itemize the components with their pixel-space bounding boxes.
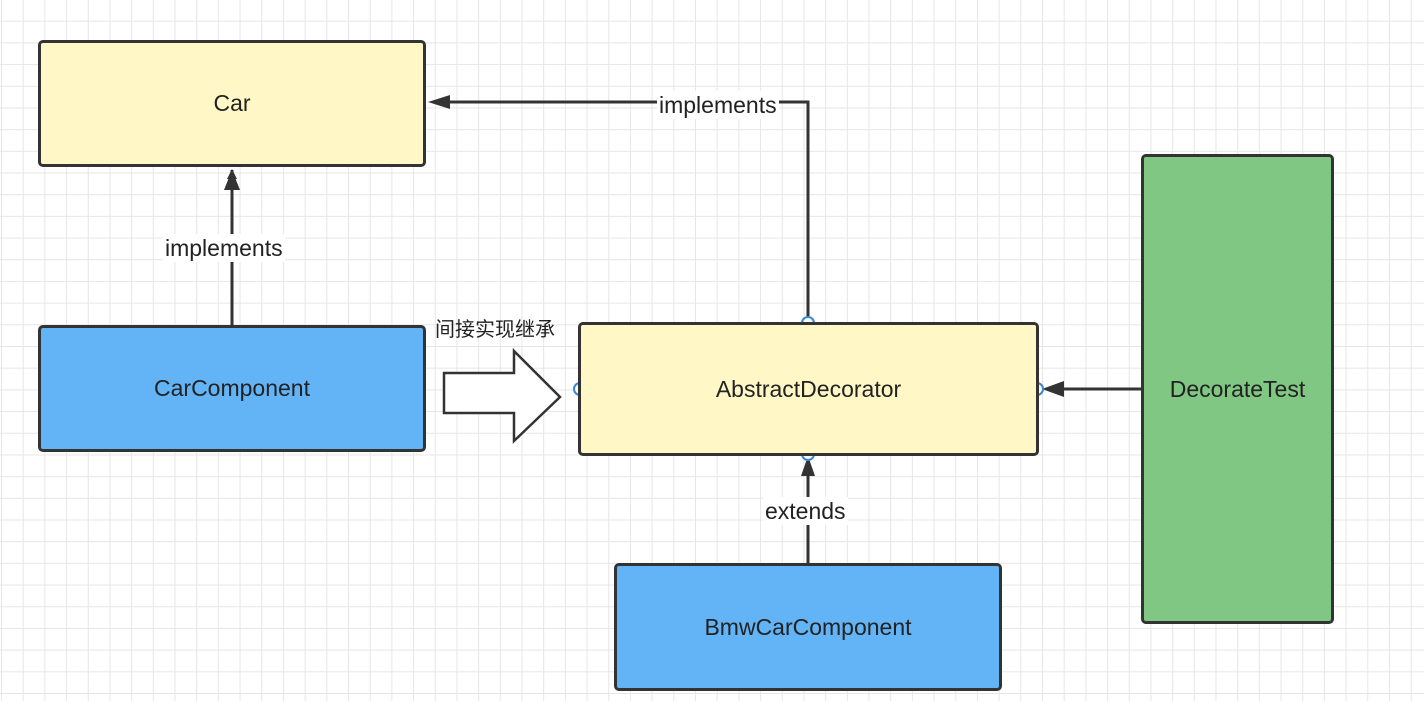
- car-node[interactable]: Car: [38, 40, 426, 167]
- bmw-car-component-node-label: BmwCarComponent: [704, 613, 912, 640]
- edge-label-bmw-to-decorator: extends: [763, 497, 848, 525]
- car-component-node-label: CarComponent: [154, 375, 310, 401]
- bmw-car-component-node[interactable]: BmwCarComponent: [614, 563, 1002, 691]
- arrowhead-decorator-to-car: [428, 95, 450, 109]
- car-node-label: Car: [213, 90, 251, 116]
- edge-label-carcomponent-to-car: implements: [163, 234, 285, 262]
- arrowhead-bmw-to-decorator: [801, 456, 815, 476]
- edge-decorator-to-car[interactable]: [440, 100, 810, 323]
- car-component-node[interactable]: CarComponent: [38, 325, 426, 452]
- abstract-decorator-node-label: AbstractDecorator: [715, 375, 902, 402]
- decorate-test-node[interactable]: DecorateTest: [1141, 154, 1334, 624]
- edge-label-decorator-to-car: implements: [657, 91, 779, 119]
- block-arrow-indirect[interactable]: [442, 347, 562, 444]
- arrowhead-carcomponent-to-car: [224, 170, 240, 190]
- edge-label-indirect: 间接实现继承: [435, 319, 555, 341]
- abstract-decorator-node[interactable]: AbstractDecorator: [578, 322, 1039, 456]
- decorate-test-node-label: DecorateTest: [1169, 375, 1306, 402]
- arrowhead-decoratetest-to-decorator: [1042, 381, 1064, 397]
